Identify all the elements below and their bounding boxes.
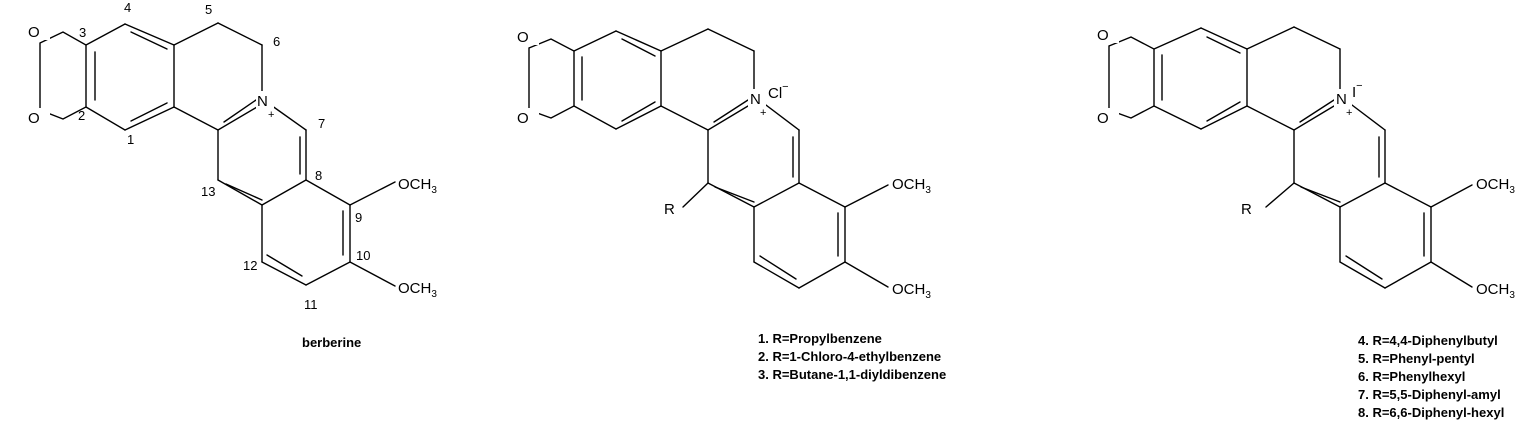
methoxy-upper-label: OCH3 [892,176,931,196]
berberine-caption: berberine [302,335,361,350]
oxygen-bottom-label: O [28,110,40,127]
iodide-derivative-bonds [1108,26,1473,289]
r-group-label: R [664,201,675,218]
position-5: 5 [205,2,212,17]
position-7: 7 [318,116,325,131]
position-6: 6 [273,34,280,49]
oxygen-bottom-label: O [517,110,529,127]
iodide-counterion: I− [1352,80,1363,101]
methoxy-lower-label: OCH3 [1476,281,1515,301]
legend-line: 6. R=Phenylhexyl [1358,369,1465,384]
iodide-derivative-structure: O O N + I− R OCH3 OCH3 4. R=4,4-Diphenyl… [1097,25,1515,420]
oxygen-top-label: O [517,29,529,46]
oxygen-top-label: O [1097,27,1109,44]
position-4: 4 [124,0,131,15]
position-12: 12 [243,258,257,273]
legend-line: 7. R=5,5-Diphenyl-amyl [1358,387,1501,402]
position-3: 3 [79,25,86,40]
methoxy-lower-label: OCH3 [892,281,931,301]
chloride-derivative-structure: O O N + Cl− R OCH3 OCH3 1. R=Propylbenze… [517,27,946,382]
position-13: 13 [201,184,215,199]
legend-line: 4. R=4,4-Diphenylbutyl [1358,333,1498,348]
positive-charge: + [760,107,766,119]
position-1: 1 [127,132,134,147]
legend-line: 1. R=Propylbenzene [758,331,882,346]
positive-charge: + [268,109,274,121]
chloride-derivative-bonds [528,28,889,289]
methoxy-upper-label: OCH3 [1476,176,1515,196]
nitrogen-label: N [750,91,761,108]
legend-line: 5. R=Phenyl-pentyl [1358,351,1475,366]
r-group-label: R [1241,201,1252,218]
position-9: 9 [355,210,362,225]
position-10: 10 [356,248,370,263]
legend-line: 3. R=Butane-1,1-diyldibenzene [758,367,946,382]
legend-line: 2. R=1-Chloro-4-ethylbenzene [758,349,941,364]
chloride-legend: 1. R=Propylbenzene 2. R=1-Chloro-4-ethyl… [758,331,946,382]
legend-line: 8. R=6,6-Diphenyl-hexyl [1358,405,1504,420]
position-8: 8 [315,168,322,183]
chloride-counterion: Cl− [768,81,789,102]
berberine-structure: O O N + OCH3 OCH3 1 2 3 4 5 6 7 8 9 10 1… [28,0,437,350]
berberine-bonds [39,22,396,287]
position-11: 11 [304,297,318,312]
nitrogen-label: N [257,93,268,110]
positive-charge: + [1346,107,1352,119]
oxygen-bottom-label: O [1097,110,1109,127]
oxygen-top-label: O [28,24,40,41]
methoxy-lower-label: OCH3 [398,280,437,300]
nitrogen-label: N [1336,91,1347,108]
position-2: 2 [78,108,85,123]
iodide-legend: 4. R=4,4-Diphenylbutyl 5. R=Phenyl-penty… [1358,333,1504,420]
methoxy-upper-label: OCH3 [398,176,437,196]
